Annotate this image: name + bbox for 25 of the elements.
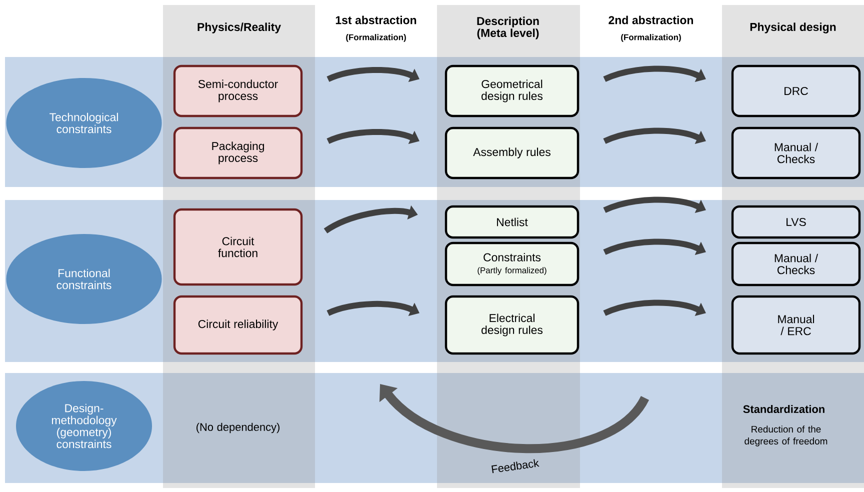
design-box: LVS <box>731 205 861 239</box>
physics-box: Circuit function <box>173 208 303 286</box>
design-box: DRC <box>731 64 861 118</box>
design-box: Manual / Checks <box>731 126 861 180</box>
design-box: Manual / ERC <box>731 295 861 355</box>
physics-box: Packaging process <box>173 126 303 180</box>
description-box: Netlist <box>444 205 580 239</box>
column-header: 1st abstraction <box>336 16 416 24</box>
description-box: Electrical design rules <box>444 295 580 355</box>
cell-text: (No dependency) <box>196 422 280 434</box>
description-box: Geometrical design rules <box>444 64 580 118</box>
description-box: Constraints (Partly formalized) <box>444 242 580 286</box>
description-box: Assembly rules <box>444 126 580 180</box>
note-heading: Standardization <box>743 404 824 414</box>
column-header: 2nd abstraction <box>608 16 693 24</box>
note-text: Reduction of the degrees of freedom <box>744 426 828 446</box>
design-box: Manual / Checks <box>731 242 861 286</box>
column-subheader: (Formalization) <box>621 34 681 42</box>
physics-box: Circuit reliability <box>173 295 303 355</box>
column-subheader: (Formalization) <box>346 34 406 42</box>
column-header: Physical design <box>750 22 836 34</box>
arrow-label: Feedback <box>492 459 540 474</box>
physics-box: Semi-conductor process <box>173 64 303 118</box>
column-header: Physics/Reality <box>198 22 281 34</box>
column-header: Description (Meta level) <box>477 16 539 40</box>
